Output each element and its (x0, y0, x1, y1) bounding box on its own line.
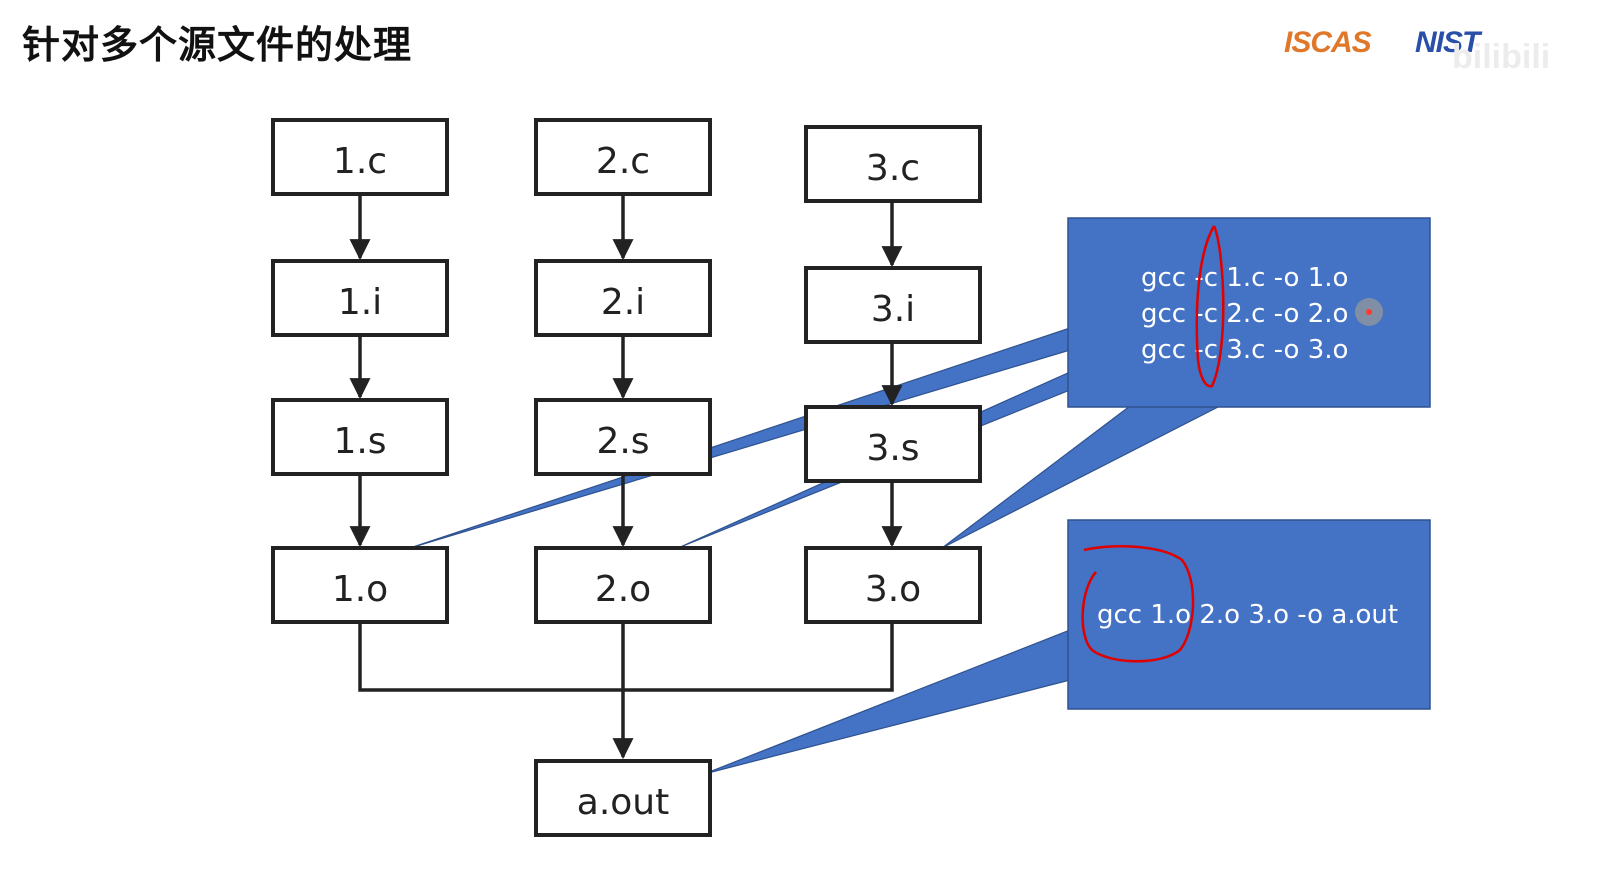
iscas-logo: ISCAS (1284, 26, 1372, 59)
link-callout: gcc 1.o 2.o 3.o -o a.out (1067, 519, 1431, 710)
red-circle-annotation (1081, 545, 1195, 663)
node-3o: 3.o (804, 546, 982, 624)
node-label: 3.i (871, 289, 915, 330)
node-2c: 2.c (534, 118, 712, 196)
link-command: gcc 1.o 2.o 3.o -o a.out (1097, 600, 1398, 630)
node-label: 1.s (333, 421, 386, 462)
node-label: 1.i (338, 282, 382, 323)
edge-3o-join (623, 622, 894, 692)
node-label: 2.c (596, 141, 650, 182)
node-3s: 3.s (804, 405, 982, 483)
bilibili-watermark: bilibili (1452, 38, 1551, 76)
nist-logo: NIST (1415, 26, 1480, 59)
node-1o: 1.o (271, 546, 449, 624)
node-label: 1.c (333, 141, 387, 182)
node-label: 3.o (865, 569, 921, 610)
node-3c: 3.c (804, 125, 982, 203)
compile-command-3: gcc -c 3.c -o 3.o (1141, 335, 1348, 365)
node-label: 3.s (866, 428, 919, 469)
node-label: 2.i (601, 282, 645, 323)
node-2s: 2.s (534, 398, 712, 476)
link-callout-tail (703, 629, 1071, 775)
node-label: 2.o (595, 569, 651, 610)
node-3i: 3.i (804, 266, 982, 344)
node-1c: 1.c (271, 118, 449, 196)
node-2i: 2.i (534, 259, 712, 337)
red-bracket-annotation (1195, 225, 1225, 388)
edges (349, 194, 903, 760)
compile-command-1: gcc -c 1.c -o 1.o (1141, 263, 1348, 293)
node-label: 1.o (332, 569, 388, 610)
cursor-dot (1366, 309, 1372, 315)
node-1s: 1.s (271, 398, 449, 476)
node-aout: a.out (534, 759, 712, 837)
page-title: 针对多个源文件的处理 (22, 23, 413, 67)
node-2o: 2.o (534, 546, 712, 624)
node-label: 2.s (596, 421, 649, 462)
node-label: 3.c (866, 148, 920, 189)
compile-callout: gcc -c 1.c -o 1.o gcc -c 2.c -o 2.o gcc … (1067, 217, 1431, 408)
node-label: a.out (577, 782, 669, 823)
compile-command-2: gcc -c 2.c -o 2.o (1141, 299, 1348, 329)
edge-1o-join (358, 622, 623, 692)
node-1i: 1.i (271, 259, 449, 337)
